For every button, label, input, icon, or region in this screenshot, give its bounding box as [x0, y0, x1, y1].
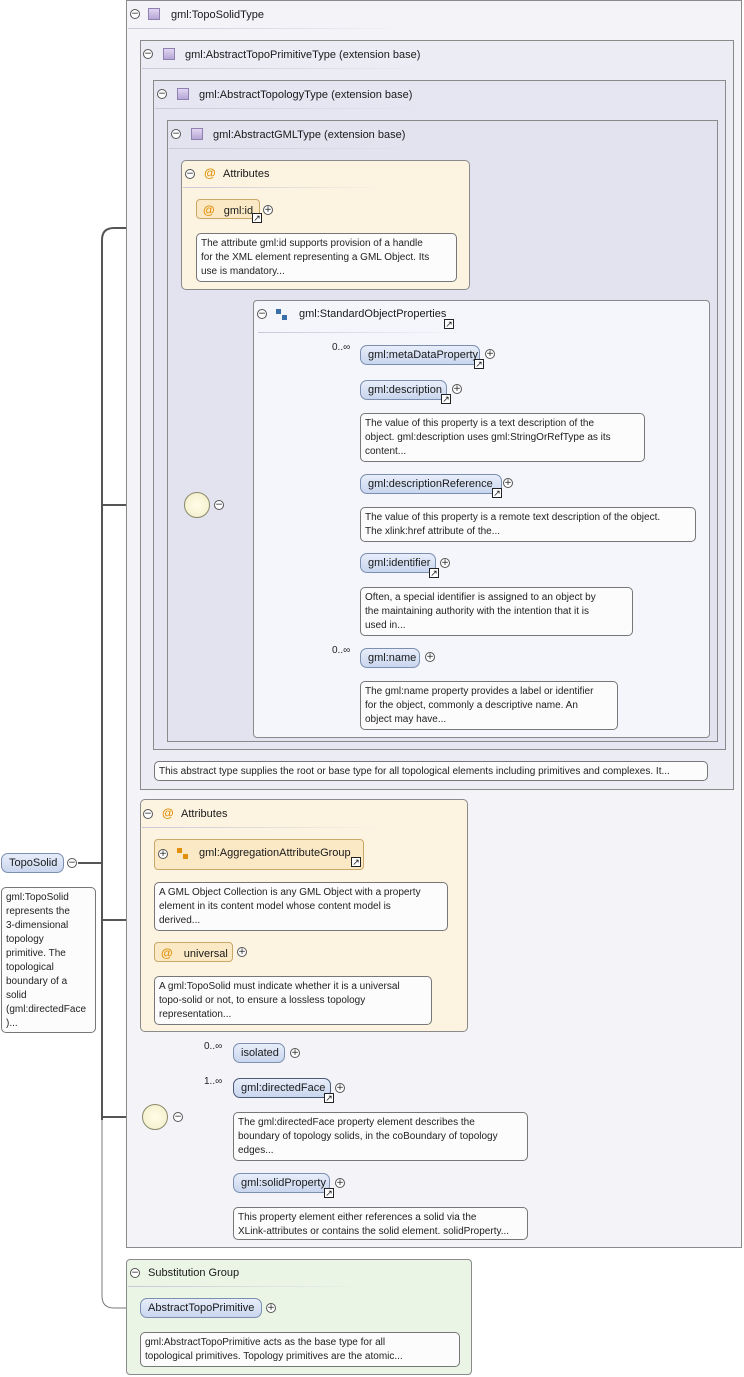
substitution-group-title: Substitution Group — [148, 1267, 240, 1279]
expand-icon[interactable]: + — [263, 205, 273, 215]
divider — [169, 148, 429, 149]
root-element-toposolid[interactable]: TopoSolid — [1, 853, 64, 873]
collapse-icon[interactable]: − — [185, 169, 195, 179]
root-doc-note: gml:TopoSolid represents the 3-dimension… — [1, 887, 96, 1033]
universal-attribute[interactable]: @ universal — [154, 942, 233, 962]
element-isolated[interactable]: isolated — [233, 1043, 285, 1063]
complex-type-icon — [191, 128, 203, 140]
divider — [155, 108, 425, 109]
cardinality-label: 0..∞ — [332, 342, 351, 353]
element-metadataproperty[interactable]: gml:metaDataProperty — [360, 345, 480, 365]
description-note: The value of this property is a text des… — [360, 413, 645, 462]
solid-property-note: This property element either references … — [233, 1207, 528, 1240]
topology-type-title: gml:AbstractTopologyType (extension base… — [199, 89, 413, 101]
topo-primitive-type-title: gml:AbstractTopoPrimitiveType (extension… — [185, 49, 421, 61]
identifier-note: Often, a special identifier is assigned … — [360, 587, 633, 636]
collapse-icon[interactable]: − — [214, 500, 224, 510]
link-arrow-icon[interactable]: ↗ — [429, 568, 439, 578]
cardinality-label: 0..∞ — [332, 645, 351, 656]
standard-props-title: gml:StandardObjectProperties — [299, 308, 447, 320]
gml-attributes-title: Attributes — [223, 168, 270, 180]
collapse-icon[interactable]: − — [130, 9, 140, 19]
cardinality-label: 0..∞ — [204, 1041, 223, 1052]
divider — [258, 332, 458, 333]
expand-icon[interactable]: + — [452, 384, 462, 394]
expand-icon[interactable]: + — [290, 1048, 300, 1058]
toposolid-type-title: gml:TopoSolidType — [171, 9, 264, 21]
description-reference-note: The value of this property is a remote t… — [360, 507, 696, 542]
divider — [128, 28, 408, 29]
link-arrow-icon[interactable]: ↗ — [252, 213, 262, 223]
attribute-icon: @ — [203, 203, 215, 217]
element-solidproperty[interactable]: gml:solidProperty — [233, 1173, 330, 1193]
collapse-icon[interactable]: − — [171, 129, 181, 139]
group-icon — [276, 309, 288, 321]
gml-id-label: gml:id — [223, 205, 254, 217]
link-arrow-icon[interactable]: ↗ — [324, 1093, 334, 1103]
attribute-icon: @ — [161, 946, 173, 960]
universal-label: universal — [183, 948, 228, 960]
sequence-compositor-icon[interactable] — [184, 492, 210, 518]
element-name[interactable]: gml:name — [360, 648, 420, 668]
directed-face-note: The gml:directedFace property element de… — [233, 1112, 528, 1161]
element-abstracttopoprimitive[interactable]: AbstractTopoPrimitive — [140, 1298, 262, 1318]
expand-icon[interactable]: + — [485, 349, 495, 359]
attribute-group-note: A GML Object Collection is any GML Objec… — [154, 882, 448, 931]
attribute-icon: @ — [204, 166, 216, 180]
expand-icon[interactable]: + — [158, 849, 168, 859]
expand-icon[interactable]: + — [503, 478, 513, 488]
divider — [128, 1286, 368, 1287]
sequence-compositor-icon[interactable] — [142, 1104, 168, 1130]
expand-icon[interactable]: + — [425, 652, 435, 662]
collapse-icon[interactable]: − — [257, 309, 267, 319]
attribute-icon: @ — [162, 806, 174, 820]
link-arrow-icon[interactable]: ↗ — [492, 488, 502, 498]
divider — [142, 68, 432, 69]
link-arrow-icon[interactable]: ↗ — [474, 359, 484, 369]
attribute-group-box[interactable] — [154, 839, 364, 870]
divider — [142, 827, 382, 828]
expand-icon[interactable]: + — [440, 558, 450, 568]
substitution-note: gml:AbstractTopoPrimitive acts as the ba… — [140, 1332, 460, 1367]
expand-icon[interactable]: + — [266, 1303, 276, 1313]
complex-type-icon — [163, 48, 175, 60]
expand-icon[interactable]: + — [335, 1083, 345, 1093]
link-arrow-icon[interactable]: ↗ — [324, 1188, 334, 1198]
link-arrow-icon[interactable]: ↗ — [351, 857, 361, 867]
universal-note: A gml:TopoSolid must indicate whether it… — [154, 976, 432, 1025]
collapse-icon[interactable]: − — [173, 1112, 183, 1122]
collapse-icon[interactable]: − — [157, 89, 167, 99]
gml-id-attribute[interactable]: @ gml:id — [196, 199, 260, 219]
collapse-icon[interactable]: − — [143, 809, 153, 819]
root-collapse-icon[interactable]: − — [67, 858, 77, 868]
element-directedface[interactable]: gml:directedFace — [233, 1078, 331, 1098]
divider — [183, 187, 383, 188]
toposolid-attributes-title: Attributes — [181, 808, 228, 820]
gml-id-note: The attribute gml:id supports provision … — [196, 233, 457, 282]
link-arrow-icon[interactable]: ↗ — [441, 394, 451, 404]
name-note: The gml:name property provides a label o… — [360, 681, 618, 730]
expand-icon[interactable]: + — [237, 947, 247, 957]
cardinality-label: 1..∞ — [204, 1076, 223, 1087]
collapse-icon[interactable]: − — [130, 1268, 140, 1278]
complex-type-icon — [148, 8, 160, 20]
attribute-group-icon — [177, 848, 189, 860]
collapse-icon[interactable]: − — [143, 49, 153, 59]
gml-type-title: gml:AbstractGMLType (extension base) — [213, 129, 406, 141]
expand-icon[interactable]: + — [335, 1178, 345, 1188]
link-arrow-icon[interactable]: ↗ — [444, 319, 454, 329]
complex-type-icon — [177, 88, 189, 100]
element-descriptionreference[interactable]: gml:descriptionReference — [360, 474, 502, 494]
attribute-group-label: gml:AggregationAttributeGroup — [199, 847, 351, 859]
topology-type-note: This abstract type supplies the root or … — [154, 761, 708, 781]
element-identifier[interactable]: gml:identifier — [360, 553, 436, 573]
element-description[interactable]: gml:description — [360, 380, 447, 400]
